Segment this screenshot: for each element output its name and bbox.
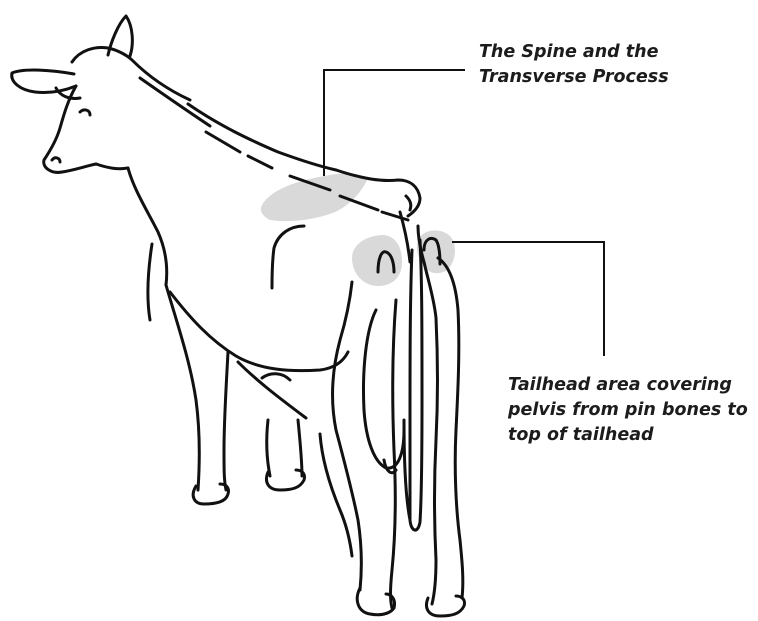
front-leg-right (267, 420, 270, 476)
tailhead-label-line-2: pelvis from pin bones to (508, 398, 748, 423)
dewlap-outline (128, 168, 167, 285)
left-rear-hoof (357, 588, 394, 615)
tailhead-label-line-1: Tailhead area covering (508, 373, 748, 398)
neck-front-outline (96, 164, 128, 169)
front-leg-left (166, 285, 199, 490)
left-rear-leg-inner (391, 300, 397, 608)
back-line (188, 104, 336, 170)
tailhead-label: Tailhead area covering pelvis from pin b… (508, 373, 748, 448)
left-pin-bone-highlight (352, 235, 402, 286)
rib-line (272, 226, 304, 288)
right-rear-leg-inner (432, 318, 438, 604)
belly-outline (170, 292, 348, 371)
tailhead-label-line-3: top of tailhead (508, 423, 748, 448)
eye (80, 110, 90, 115)
tail (410, 240, 422, 530)
hip-bump (406, 196, 411, 210)
body-contour (320, 434, 352, 556)
udder (364, 310, 405, 468)
front-leg-left-back (224, 352, 228, 490)
front-leg-right-back (298, 420, 302, 476)
spine-label-line-1: The Spine and the (479, 40, 669, 65)
ear-outline (12, 70, 76, 92)
tailhead-leader-line (452, 242, 604, 356)
neck-top-line (140, 78, 210, 126)
spine-highlight-region (261, 173, 368, 221)
spine-label-line-2: Transverse Process (479, 65, 669, 90)
right-rear-leg-outer (438, 258, 463, 598)
spine-leader-line (324, 70, 465, 176)
left-rear-leg-outer (333, 282, 362, 590)
spine-dash-1 (206, 132, 240, 152)
spine-label: The Spine and the Transverse Process (479, 40, 669, 90)
spine-dash-2 (248, 156, 272, 168)
belly-bump (262, 374, 290, 380)
nostril (52, 158, 60, 162)
front-hoof-right (267, 470, 305, 490)
spine-dash-5 (382, 212, 408, 220)
shoulder-line (148, 244, 152, 320)
